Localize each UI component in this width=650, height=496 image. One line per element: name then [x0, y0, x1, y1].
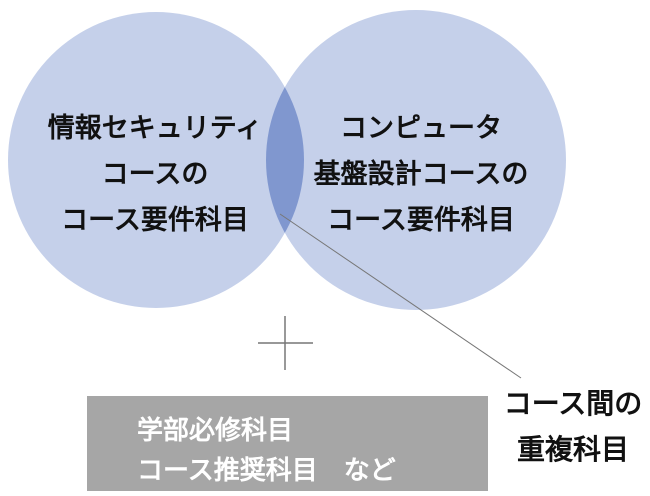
- right-circle-line-1: コンピュータ: [340, 113, 502, 144]
- callout-leader-line: [279, 213, 522, 379]
- right-circle-label: コンピュータ 基盤設計コースの コース要件科目: [296, 106, 546, 244]
- left-circle-line-2: コースの: [101, 159, 209, 190]
- right-circle-line-2: 基盤設計コースの: [313, 159, 529, 190]
- left-circle-label: 情報セキュリティ コースの コース要件科目: [30, 106, 280, 244]
- common-courses-line-2: コース推奨科目 など: [137, 456, 396, 486]
- left-circle-line-1: 情報セキュリティ: [47, 113, 263, 144]
- overlap-callout-line-1: コース間の: [503, 387, 643, 420]
- overlap-callout-line-2: 重複科目: [516, 433, 629, 466]
- right-circle: [266, 10, 566, 310]
- left-circle-line-3: コース要件科目: [61, 205, 249, 236]
- right-circle-line-3: コース要件科目: [327, 205, 515, 236]
- left-circle: [8, 12, 304, 308]
- overlap-callout-label: コース間の 重複科目: [498, 381, 648, 473]
- common-courses-box: 学部必修科目 コース推奨科目 など: [87, 396, 488, 491]
- common-courses-line-1: 学部必修科目: [137, 416, 294, 446]
